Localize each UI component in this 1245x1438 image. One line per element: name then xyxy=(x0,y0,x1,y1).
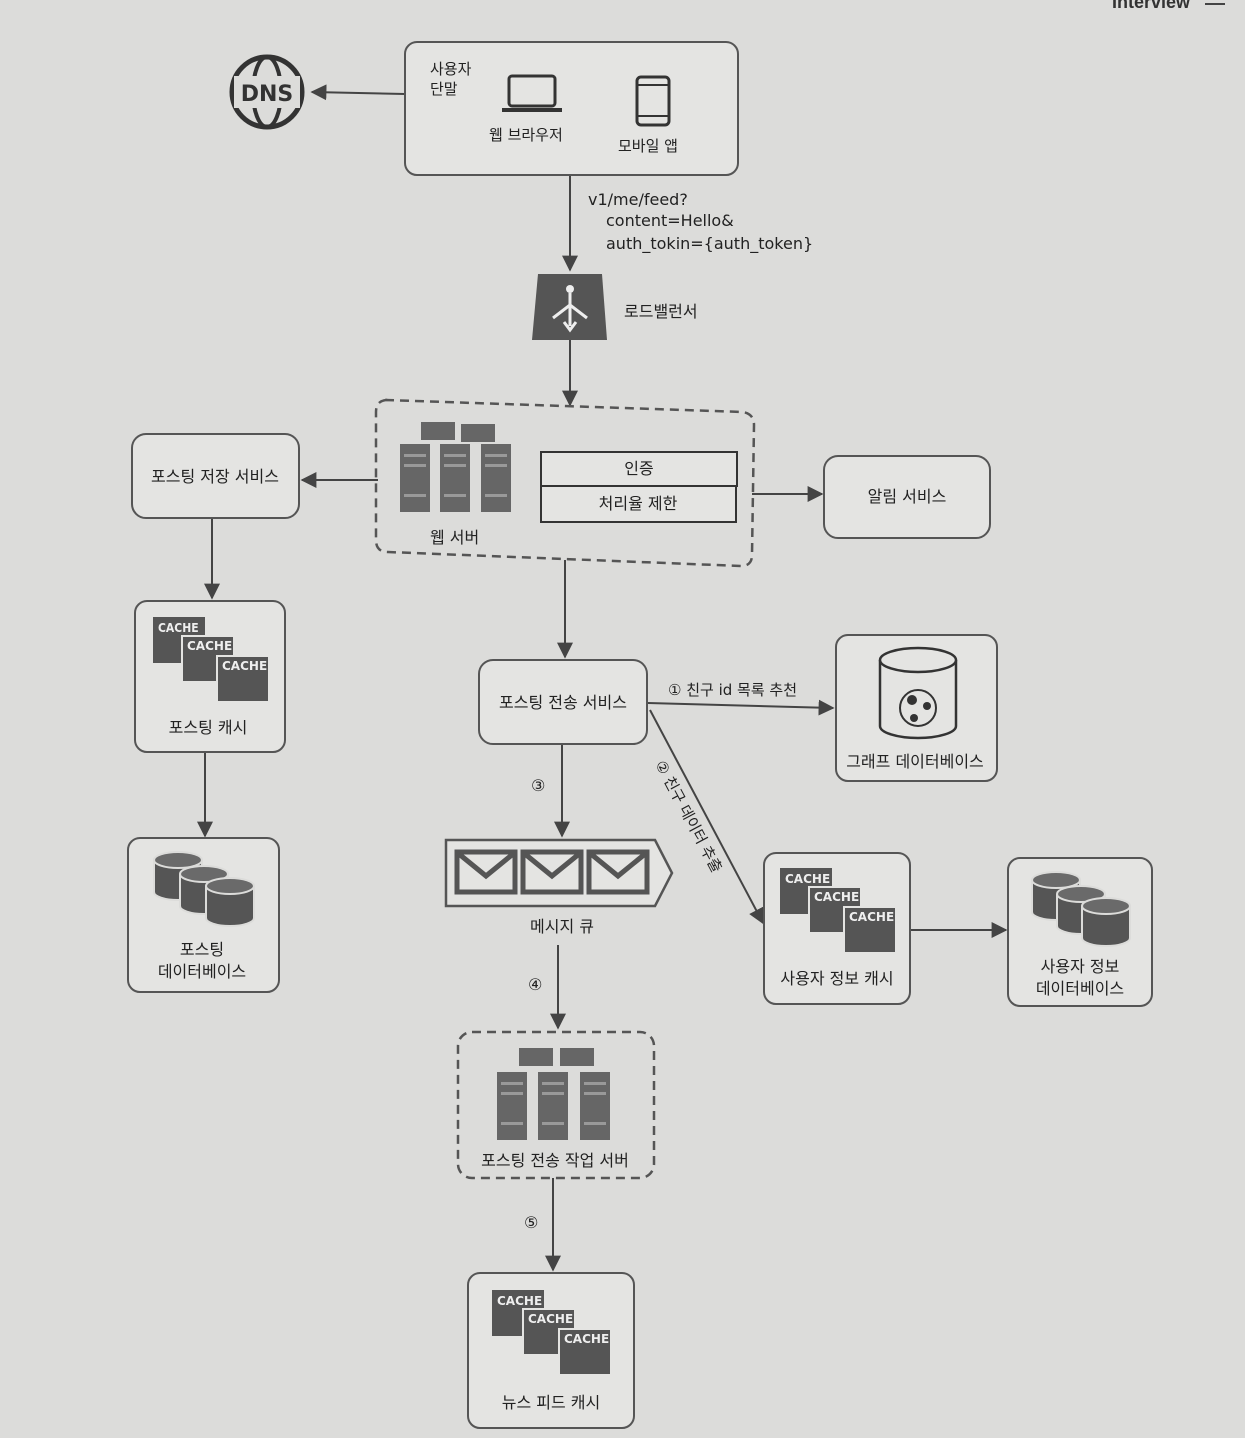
fanout-service-label: 포스팅 전송 서비스 xyxy=(499,693,627,712)
edge-fanout-to-graphdb xyxy=(647,699,835,716)
post-storage-service-node: 포스팅 저장 서비스 xyxy=(131,433,300,519)
edges xyxy=(197,84,1008,1272)
user-device-title-2: 단말 xyxy=(430,80,458,98)
cache-text-2: CACHE xyxy=(528,1312,573,1326)
cache-text-3: CACHE xyxy=(564,1332,609,1346)
step5-label: ⑤ xyxy=(524,1213,538,1232)
user-device-node: 사용자 단말 웹 브라우저 모바일 앱 xyxy=(404,41,739,176)
message-queue-node: 메시지 큐 xyxy=(444,838,674,936)
message-queue-label: 메시지 큐 xyxy=(530,917,594,936)
page-header-word: Interview xyxy=(1112,0,1191,12)
edge-device-to-dns xyxy=(310,84,406,101)
step1-label: ① 친구 id 목록 추천 xyxy=(668,681,797,699)
graph-database-icon xyxy=(878,646,958,740)
notification-service-label: 알림 서비스 xyxy=(868,487,947,506)
fanout-workers-label: 포스팅 전송 작업 서버 xyxy=(481,1151,629,1170)
user-device-title-1: 사용자 xyxy=(430,60,472,78)
post-database-node: 포스팅 데이터베이스 xyxy=(127,837,280,993)
cache-text-1: CACHE xyxy=(158,621,199,635)
header-dash xyxy=(1205,3,1225,5)
newsfeed-cache-node: CACHE CACHE CACHE 뉴스 피드 캐시 xyxy=(467,1272,635,1429)
user-cache-label: 사용자 정보 캐시 xyxy=(780,969,893,988)
user-cache-node: CACHE CACHE CACHE 사용자 정보 캐시 xyxy=(763,852,911,1005)
cache-text-1: CACHE xyxy=(785,872,830,886)
smartphone-icon xyxy=(635,75,671,127)
cache-stack-icon: CACHE CACHE CACHE xyxy=(780,868,897,954)
post-cache-label: 포스팅 캐시 xyxy=(169,718,248,737)
mobile-app-label: 모바일 앱 xyxy=(618,137,678,155)
post-database-label-1: 포스팅 xyxy=(180,940,224,959)
newsfeed-cache-label: 뉴스 피드 캐시 xyxy=(502,1393,601,1412)
web-browser-label: 웹 브라우저 xyxy=(489,126,563,144)
auth-label: 인증 xyxy=(624,459,653,478)
load-balancer-label: 로드밸런서 xyxy=(624,302,698,321)
load-balancer-icon xyxy=(532,274,607,340)
step4-label: ④ xyxy=(528,975,542,994)
cache-text-2: CACHE xyxy=(814,890,859,904)
notification-service-node: 알림 서비스 xyxy=(823,455,991,539)
dns-node: DNS xyxy=(229,54,305,130)
rate-limit-label: 처리율 제한 xyxy=(599,494,678,513)
graph-database-node: 그래프 데이터베이스 xyxy=(835,634,998,782)
cache-text-3: CACHE xyxy=(222,659,267,673)
cache-stack-icon: CACHE CACHE CACHE xyxy=(492,1290,612,1376)
step3-label: ③ xyxy=(531,776,545,795)
request-line-3: auth_tokin={auth_token} xyxy=(606,234,813,254)
load-balancer-node: 로드밸런서 xyxy=(532,274,698,340)
fanout-workers-boundary xyxy=(456,1030,656,1180)
cache-text-1: CACHE xyxy=(497,1294,542,1308)
user-database-label-2: 데이터베이스 xyxy=(1036,979,1124,998)
cache-text-3: CACHE xyxy=(849,910,894,924)
web-server-node: 웹 서버 인증 처리율 제한 xyxy=(374,398,756,568)
request-line-2: content=Hello& xyxy=(606,211,734,230)
graph-database-label: 그래프 데이터베이스 xyxy=(846,752,984,771)
web-server-label: 웹 서버 xyxy=(430,528,479,547)
dns-label: DNS xyxy=(241,82,294,107)
user-database-node: 사용자 정보 데이터베이스 xyxy=(1007,857,1153,1007)
laptop-icon xyxy=(502,74,562,112)
server-rack-icon xyxy=(497,1048,610,1140)
fanout-service-node: 포스팅 전송 서비스 xyxy=(478,659,648,745)
post-storage-service-label: 포스팅 저장 서비스 xyxy=(151,467,279,486)
cache-text-2: CACHE xyxy=(187,639,232,653)
post-database-label-2: 데이터베이스 xyxy=(158,962,246,981)
request-line-1: v1/me/feed? xyxy=(588,190,688,209)
cache-stack-icon: CACHE CACHE CACHE xyxy=(153,617,270,703)
server-rack-icon xyxy=(400,422,511,512)
user-database-label-1: 사용자 정보 xyxy=(1041,957,1120,976)
post-cache-node: CACHE CACHE CACHE 포스팅 캐시 xyxy=(134,600,286,753)
fanout-workers-node: 포스팅 전송 작업 서버 xyxy=(456,1030,656,1180)
edge-fanout-to-usercache xyxy=(649,709,764,925)
